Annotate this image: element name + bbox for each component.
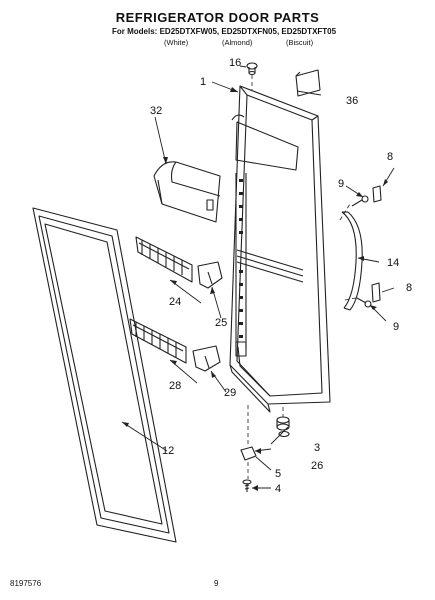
callout-5: 5: [275, 468, 281, 480]
door-shelf-lower: [129, 318, 187, 364]
top-plug: [246, 62, 258, 76]
page-number: 9: [214, 579, 219, 588]
callout-29: 29: [224, 387, 236, 399]
shelf-retainer-upper: [197, 261, 223, 289]
hinge-screw: [242, 479, 252, 492]
alignment-lines: [247, 75, 357, 479]
variant-almond: (Almond): [222, 38, 253, 47]
model-numbers: ED25DTXFW05, ED25DTXFN05, ED25DTXFT05: [159, 27, 337, 36]
callout-24: 24: [169, 296, 181, 308]
diagram-title: REFRIGERATOR DOOR PARTS: [115, 10, 320, 25]
callout-26: 26: [311, 460, 323, 472]
handle-screw-upper: [351, 195, 369, 207]
bottom-hinge-bushing: [276, 416, 290, 431]
leader-arrowheads: [122, 87, 388, 491]
leader-lines: [121, 65, 395, 489]
refrigerator-door: [229, 85, 331, 413]
door-gasket: [32, 207, 177, 543]
shelf-retainer-lower: [192, 345, 221, 372]
callout-1: 1: [200, 76, 206, 88]
door-shelf-upper: [135, 236, 193, 283]
for-models-label: For Models:: [112, 27, 158, 36]
hinge-cover: [295, 69, 321, 97]
callout-32: 32: [150, 105, 162, 117]
variant-biscuit: (Biscuit): [286, 38, 314, 47]
handle-end-cap-upper: [372, 185, 382, 203]
callout-8-upper: 8: [387, 151, 393, 163]
callout-36: 36: [346, 95, 358, 107]
door-handle: [341, 211, 363, 311]
door-liner-holes: [239, 179, 243, 338]
variant-white: (White): [164, 38, 189, 47]
callout-16: 16: [229, 57, 241, 69]
callout-3: 3: [314, 442, 320, 454]
callout-28: 28: [169, 380, 181, 392]
callout-9-upper: 9: [338, 178, 344, 190]
document-number: 8197576: [10, 579, 42, 588]
dairy-compartment-cover: [153, 161, 221, 223]
callout-14: 14: [387, 257, 399, 269]
callout-8-lower: 8: [406, 282, 412, 294]
callout-9-lower: 9: [393, 321, 399, 333]
door-stop: [240, 446, 257, 461]
handle-end-cap-lower: [371, 282, 381, 303]
callout-4: 4: [275, 483, 281, 495]
models-line: For Models: ED25DTXFW05, ED25DTXFN05, ED…: [112, 27, 336, 36]
callout-25: 25: [215, 317, 227, 329]
handle-screw-lower: [356, 297, 372, 308]
callout-12: 12: [162, 445, 174, 457]
